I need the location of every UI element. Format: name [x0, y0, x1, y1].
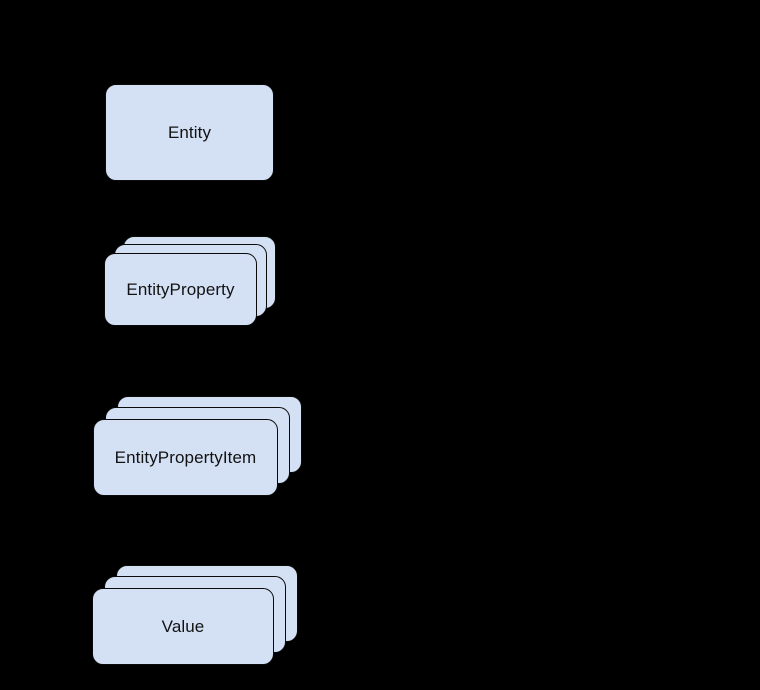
card-sheet-front[interactable]: EntityPropertyItem — [93, 419, 278, 496]
node-entity-property-item[interactable]: EntityPropertyItem — [93, 396, 302, 496]
card-sheet-front[interactable]: EntityProperty — [104, 253, 257, 326]
node-label-value: Value — [161, 617, 205, 636]
node-entity[interactable]: Entity — [105, 84, 274, 181]
node-label-entity-property: EntityProperty — [126, 280, 235, 299]
node-entity-property[interactable]: EntityProperty — [104, 236, 276, 326]
card-sheet-front[interactable]: Entity — [105, 84, 274, 181]
node-value[interactable]: Value — [92, 565, 298, 665]
card-sheet-front[interactable]: Value — [92, 588, 274, 665]
node-label-entity-property-item: EntityPropertyItem — [114, 448, 257, 467]
node-label-entity: Entity — [167, 123, 212, 142]
